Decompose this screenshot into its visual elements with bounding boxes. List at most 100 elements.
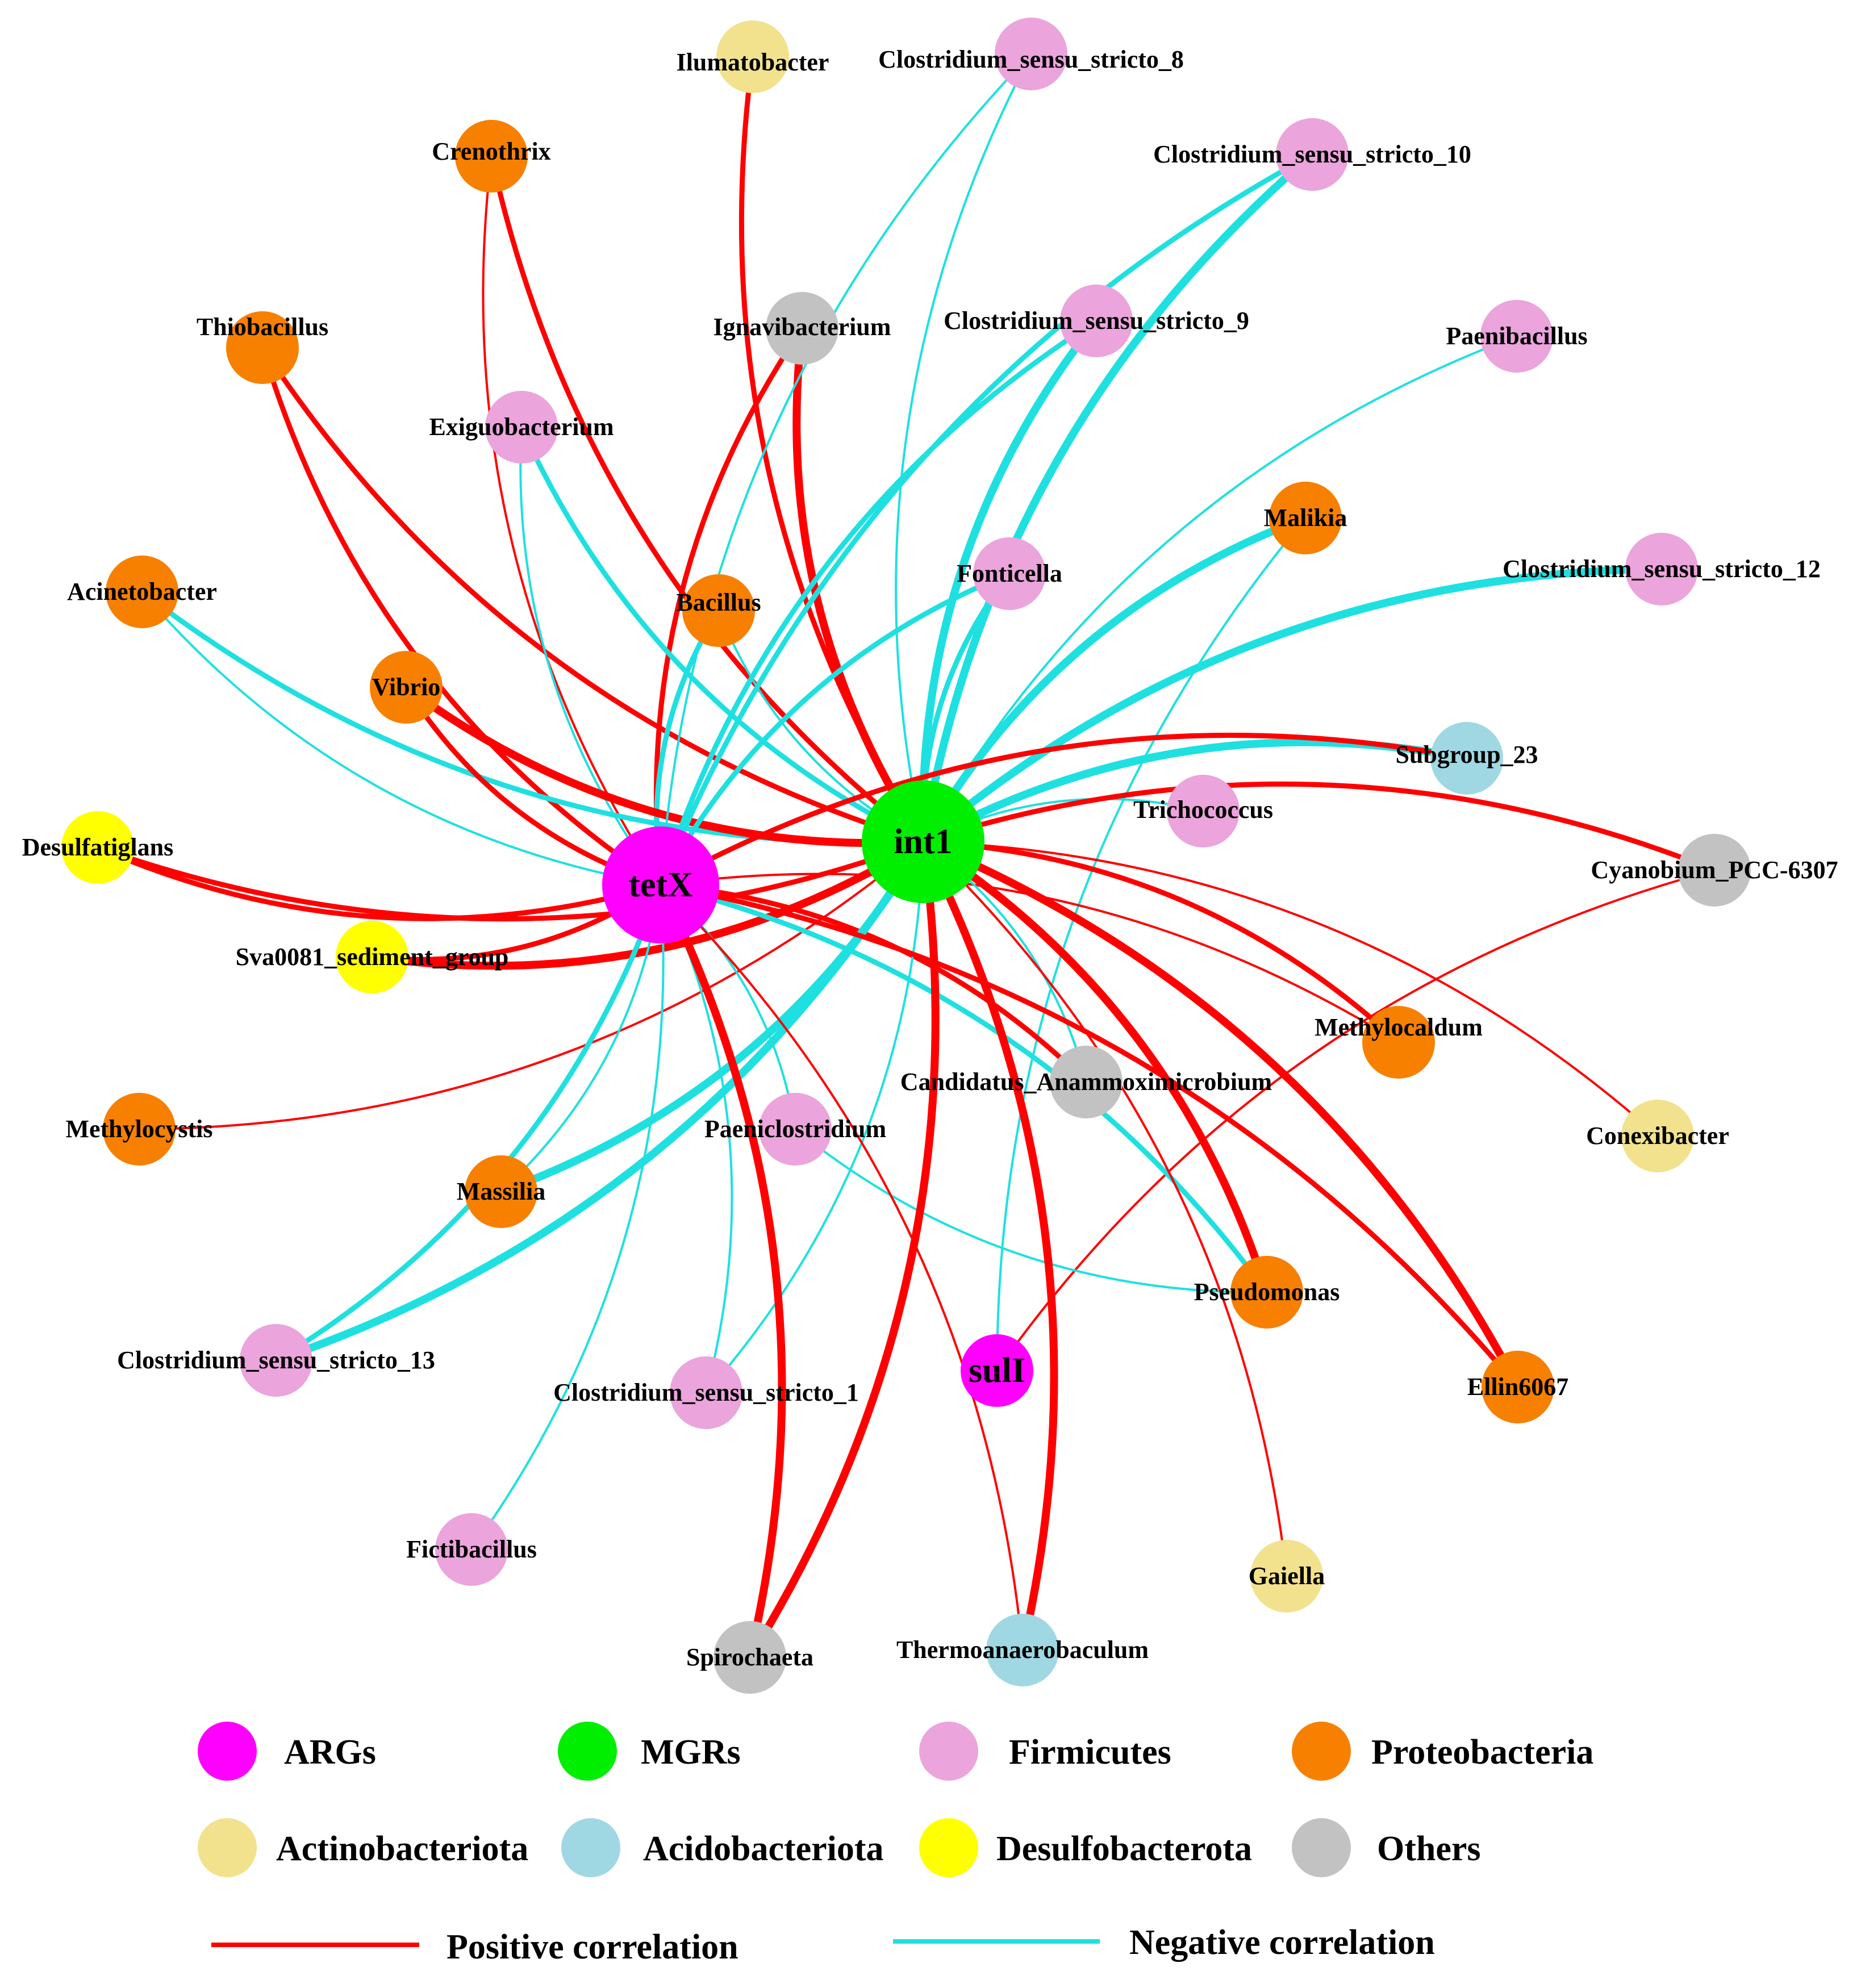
node-fonticella: Fonticella [957, 537, 1062, 610]
edge-desulfatiglans-int1-positive [95, 839, 926, 922]
node-trichococcus: Trichococcus [1133, 775, 1273, 847]
node-circle-int1 [862, 780, 984, 903]
node-circle-crenothrix [455, 120, 528, 193]
node-circle-malikia [1269, 482, 1342, 554]
legend-label-firmicutes: Firmicutes [1009, 1733, 1171, 1772]
node-circle-cs10 [1276, 118, 1349, 191]
node-cs1: Clostridium_sensu_stricto_1 [553, 1356, 859, 1429]
node-circle-massilia [465, 1155, 537, 1228]
node-cs12: Clostridium_sensu_stricto_12 [1503, 533, 1821, 605]
node-int1: int1 [862, 780, 984, 903]
edge-pseudomonas-int1-positive [919, 838, 1271, 1296]
edge-spirochaeta-int1-positive [746, 838, 940, 1661]
node-subgroup23: Subgroup_23 [1395, 722, 1538, 795]
node-label-paenibacillus: Paenibacillus [1446, 322, 1587, 350]
node-fictibacillus: Fictibacillus [406, 1513, 537, 1586]
node-circle-pseudomonas [1230, 1256, 1303, 1329]
node-circle-methylocaldum [1362, 1006, 1435, 1079]
node-label-fonticella: Fonticella [957, 559, 1062, 587]
node-circle-spirochaeta [713, 1621, 786, 1694]
node-acinetobacter: Acinetobacter [67, 556, 217, 628]
node-label-vibrio: Vibrio [372, 673, 441, 701]
node-label-int1: int1 [894, 822, 952, 861]
node-label-acinetobacter: Acinetobacter [67, 578, 217, 605]
node-circle-cs9 [1060, 285, 1133, 357]
node-label-thiobacillus: Thiobacillus [197, 313, 328, 341]
node-candidatus: Candidatus_Anammoximicrobium [900, 1046, 1272, 1118]
node-label-conexibacter: Conexibacter [1586, 1122, 1729, 1150]
edge-methylocaldum-int1-positive [920, 839, 1401, 1045]
edge-cs9-int1-negative [919, 317, 1100, 846]
edge-cs1-int1-negative [705, 841, 924, 1394]
legend-swatch-others [1292, 1818, 1351, 1877]
node-label-methylocaldum: Methylocaldum [1315, 1013, 1483, 1041]
node-label-pseudomonas: Pseudomonas [1194, 1278, 1340, 1306]
node-exiguobacterium: Exiguobacterium [429, 391, 614, 463]
node-circle-exiguobacterium [485, 391, 558, 463]
legend-label-args: ARGs [284, 1733, 376, 1772]
node-label-cs1: Clostridium_sensu_stricto_1 [553, 1379, 859, 1406]
edge-cyanobium-int1-positive [920, 781, 1717, 873]
node-methylocystis: Methylocystis [65, 1093, 213, 1166]
node-circle-cs13 [240, 1324, 312, 1397]
node-circle-thiobacillus [226, 311, 299, 384]
node-label-paeniclostridium: Paeniclostridium [704, 1115, 886, 1143]
node-circle-trichococcus [1167, 775, 1240, 847]
legend-label-acidobacteriota: Acidobacteriota [643, 1830, 884, 1868]
node-label-cs13: Clostridium_sensu_stricto_13 [117, 1346, 435, 1374]
node-label-trichococcus: Trichococcus [1133, 796, 1273, 824]
node-label-desulfatiglans: Desulfatiglans [22, 833, 173, 861]
node-label-cyanobium: Cyanobium_PCC-6307 [1591, 856, 1838, 884]
node-label-ignavibacterium: Ignavibacterium [713, 313, 891, 341]
node-conexibacter: Conexibacter [1586, 1100, 1729, 1172]
edge-fictibacillus-tetX-negative [470, 884, 665, 1551]
node-paeniclostridium: Paeniclostridium [704, 1093, 886, 1166]
edge-exiguobacterium-tetX-negative [519, 426, 662, 886]
node-circle-tetX [602, 826, 719, 943]
node-circle-candidatus [1050, 1046, 1123, 1118]
legend-label-others: Others [1377, 1830, 1481, 1868]
edge-cs10-tetX-negative [658, 152, 1315, 888]
edge-desulfatiglans-tetX-positive [95, 845, 664, 921]
node-circle-ilumatobacter [716, 20, 789, 93]
node-gaiella: Gaiella [1249, 1540, 1325, 1613]
node-cs13: Clostridium_sensu_stricto_13 [117, 1324, 435, 1397]
node-label-cs8: Clostridium_sensu_stricto_8 [878, 45, 1184, 73]
node-circle-gaiella [1250, 1540, 1323, 1613]
edge-fonticella-tetX-negative [658, 571, 1012, 888]
edge-cs10-int1-negative [919, 151, 1316, 846]
node-label-cs10: Clostridium_sensu_stricto_10 [1153, 140, 1471, 168]
legend-label-desulfobacterota: Desulfobacterota [996, 1830, 1252, 1868]
edge-cs9-tetX-negative [658, 318, 1099, 888]
node-label-sva0081: Sva0081_sediment_group [236, 943, 509, 971]
legend-label-mgrs: MGRs [641, 1733, 741, 1772]
node-circle-methylocystis [103, 1093, 176, 1166]
legend-positive-label: Positive correlation [447, 1928, 738, 1966]
legend-negative-label: Negative correlation [1129, 1923, 1435, 1962]
node-circle-sva0081 [336, 921, 408, 993]
edge-crenothrix-int1-positive [489, 153, 926, 845]
edge-vibrio-int1-positive [402, 683, 927, 847]
node-circle-desulfatiglans [61, 811, 134, 884]
legend-swatch-desulfobacterota [919, 1818, 978, 1877]
node-label-crenothrix: Crenothrix [432, 137, 550, 165]
node-label-cs9: Clostridium_sensu_stricto_9 [944, 307, 1249, 335]
node-circle-sulI [961, 1334, 1033, 1407]
node-circle-acinetobacter [106, 556, 178, 628]
node-circle-bacillus [682, 574, 755, 647]
legend-swatch-mgrs [558, 1722, 617, 1781]
node-label-methylocystis: Methylocystis [65, 1115, 212, 1143]
node-label-spirochaeta: Spirochaeta [686, 1643, 813, 1671]
node-label-gaiella: Gaiella [1249, 1562, 1325, 1590]
node-desulfatiglans: Desulfatiglans [22, 811, 173, 884]
edge-acinetobacter-int1-negative [139, 589, 926, 846]
edge-cs8-tetX-negative [660, 53, 1032, 886]
edge-thermoanaerobaculum-int1-positive [919, 838, 1058, 1654]
legend-swatch-proteobacteria [1292, 1722, 1351, 1781]
node-ilumatobacter: Ilumatobacter [677, 20, 829, 93]
edge-ellin6067-int1-positive [919, 838, 1522, 1391]
node-circle-vibrio [370, 651, 443, 724]
node-circle-thermoanaerobaculum [986, 1614, 1059, 1686]
legend: ARGs MGRs Firmicutes Proteobacteria Acti… [198, 1722, 1593, 1966]
